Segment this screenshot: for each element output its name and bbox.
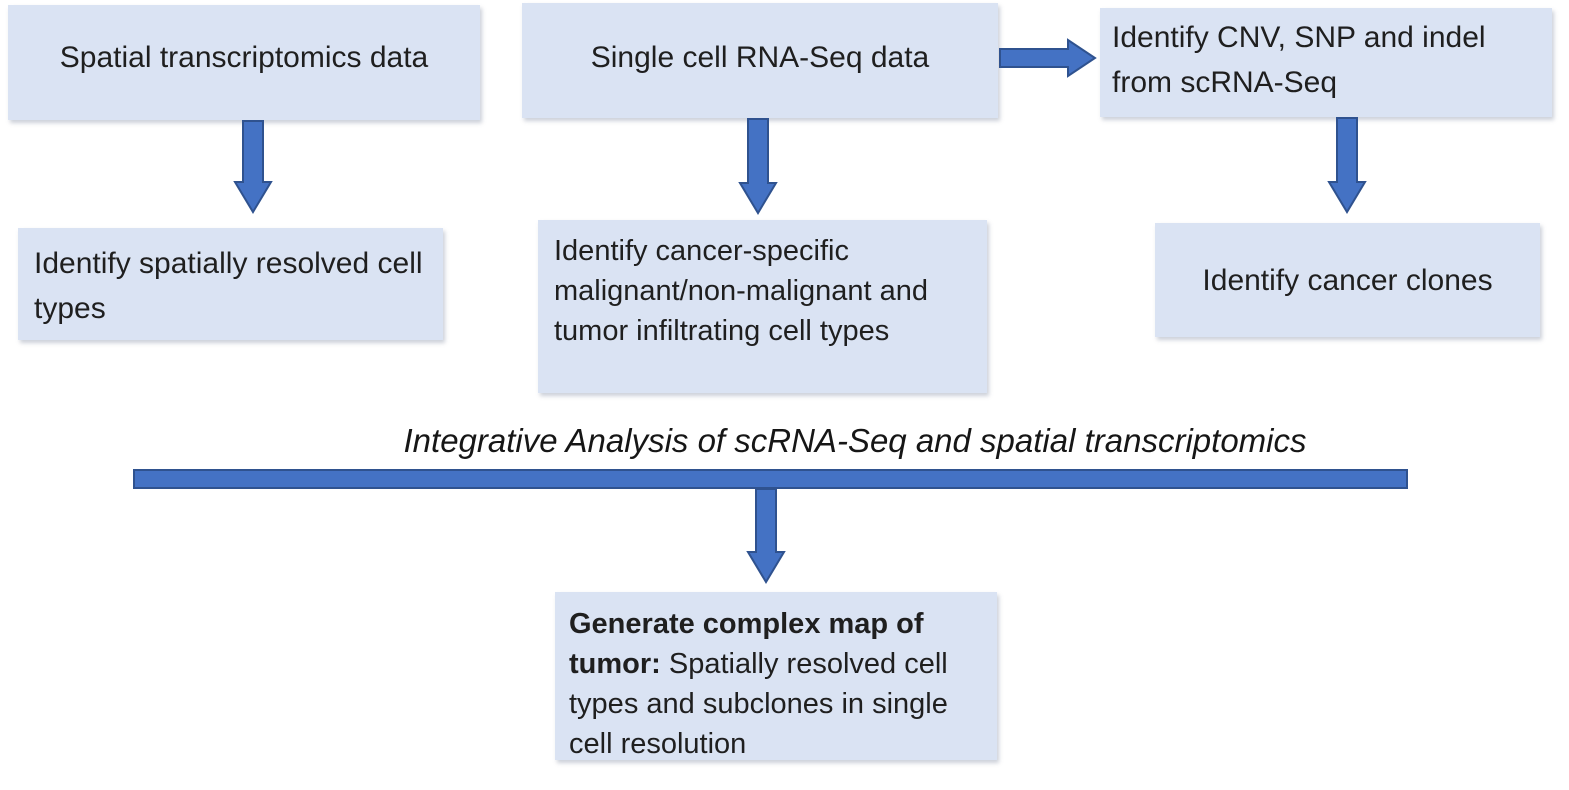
node-label-bold: Generate complex map of tumor:: [569, 608, 924, 680]
node-generate-complex-tumor-map: Generate complex map of tumor: Spatially…: [555, 592, 997, 760]
node-label: Identify spatially resolved cell types: [34, 247, 423, 325]
node-single-cell-rna-seq-data: Single cell RNA-Seq data: [522, 3, 998, 118]
node-label: Identify cancer-specific malignant/non-m…: [554, 235, 929, 347]
node-label: Spatially resolved cell types and subclo…: [569, 648, 948, 760]
down-arrow-icon: [738, 118, 778, 215]
node-label: Spatial transcriptomics data: [59, 41, 429, 74]
node-identify-spatially-resolved-cell-types: Identify spatially resolved cell types: [18, 228, 443, 340]
down-arrow-icon: [746, 488, 786, 584]
node-identify-cnv-snp-indel: Identify CNV, SNP and indel from scRNA-S…: [1100, 8, 1552, 117]
node-identify-cancer-clones: Identify cancer clones: [1155, 223, 1540, 337]
integrative-analysis-bar: [133, 469, 1408, 489]
down-arrow-icon: [233, 120, 273, 214]
node-identify-cancer-specific-cell-types: Identify cancer-specific malignant/non-m…: [538, 220, 987, 393]
node-label: Identify CNV, SNP and indel from scRNA-S…: [1112, 21, 1486, 99]
node-label: Single cell RNA-Seq data: [590, 41, 930, 74]
node-label: Identify cancer clones: [1202, 263, 1493, 297]
down-arrow-icon: [1327, 117, 1367, 214]
integrative-analysis-caption: Integrative Analysis of scRNA-Seq and sp…: [403, 422, 1307, 459]
right-arrow-icon: [999, 38, 1097, 78]
node-spatial-transcriptomics-data: Spatial transcriptomics data: [8, 5, 480, 120]
